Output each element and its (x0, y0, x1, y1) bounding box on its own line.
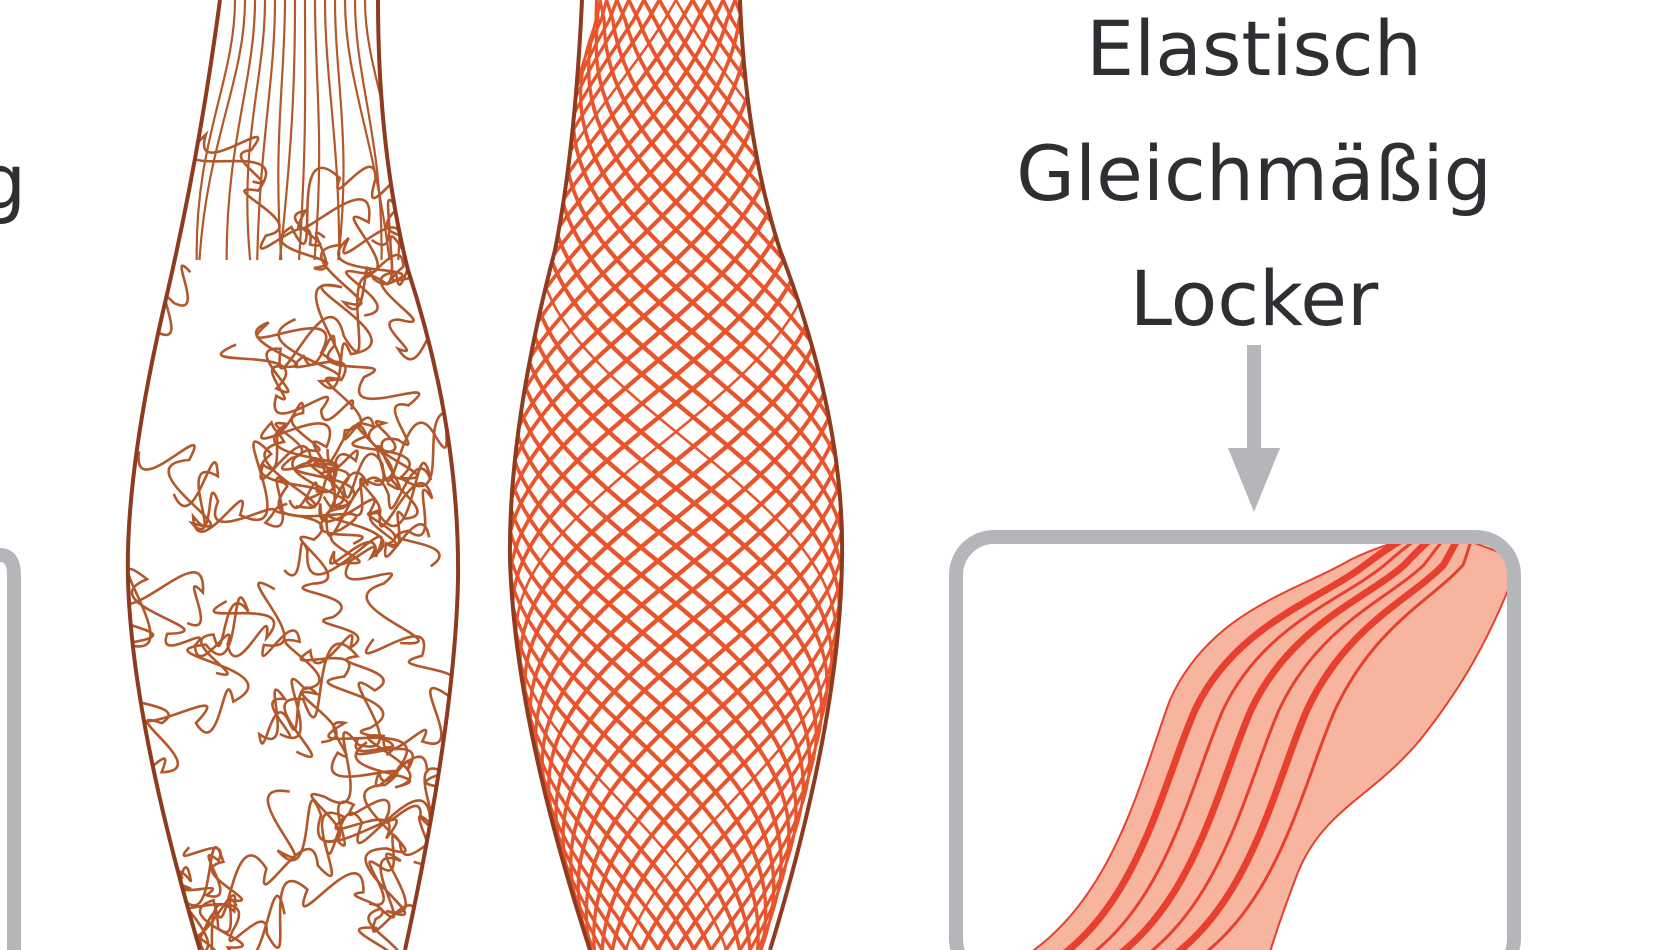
strand-line (1028, 537, 1422, 950)
strand-line (1113, 537, 1455, 950)
mesh-fiber-spindle (507, 0, 845, 950)
tangled-fiber (278, 0, 297, 261)
tangled-fiber (259, 433, 385, 577)
tangled-fiber (165, 845, 448, 950)
strand-line (1140, 537, 1468, 950)
mesh-fiber (569, 0, 843, 950)
spindle-outline-right (376, 0, 461, 950)
mesh-fiber (509, 0, 798, 950)
tangled-fiber (172, 421, 339, 533)
down-arrow-icon (1228, 345, 1280, 512)
label-locker: Locker (1130, 254, 1379, 343)
partial-left-label: g (0, 137, 26, 226)
mesh-fibers (509, 0, 843, 950)
tangled-fiber (277, 0, 287, 261)
mesh-fiber (512, 0, 812, 950)
tangled-fiber (127, 567, 276, 658)
label-gleichmaessig: Gleichmäßig (1016, 129, 1492, 218)
tangled-fiber (323, 0, 341, 261)
tangled-fiber (354, 635, 459, 789)
tangled-fiber (225, 0, 257, 261)
tangled-fiber-spindle (125, 0, 461, 950)
tangled-fiber (274, 502, 395, 757)
tangled-fiber (127, 825, 222, 926)
strand-line (1169, 537, 1478, 950)
tangled-fiber (195, 0, 237, 261)
tangled-fiber (246, 0, 267, 261)
tangled-fiber (260, 402, 359, 510)
strand-line (1084, 537, 1445, 950)
mesh-fiber (572, 0, 843, 950)
mesh-fiber (547, 0, 843, 950)
tangled-fiber (165, 882, 238, 950)
strand-band (999, 537, 1514, 950)
mesh-spindle-outline-right (738, 0, 845, 950)
tangled-fiber (293, 334, 421, 491)
mesh-fiber (569, 0, 843, 950)
tangled-fiber (364, 198, 459, 361)
mesh-fiber (571, 0, 843, 950)
tangled-fiber (219, 226, 404, 394)
mesh-fiber (530, 0, 834, 950)
wavy-fiber-strands (999, 537, 1514, 950)
frame-border (949, 530, 1521, 950)
tangled-fiber (189, 130, 379, 317)
tangled-fiber (327, 721, 411, 950)
tangled-fiber (319, 461, 441, 568)
spindle-outline-left (125, 0, 222, 950)
tangled-fiber (353, 0, 383, 261)
tangled-fiber (137, 444, 420, 645)
mesh-fiber (523, 0, 827, 950)
tangled-fiber (333, 0, 345, 261)
label-elastisch: Elastisch (1086, 4, 1422, 93)
mesh-fiber (534, 0, 836, 950)
tangled-fiber (198, 0, 247, 261)
mesh-spindle-outline-left (507, 0, 592, 950)
tangled-fiber (257, 581, 338, 745)
fiber-detail-frame (949, 530, 1521, 950)
tangled-fiber (127, 200, 192, 358)
tangled-fiber (256, 0, 277, 261)
strand-line (1057, 537, 1432, 950)
partial-left-frame (0, 548, 21, 950)
tangled-fiber (313, 0, 321, 261)
tangled-fiber (343, 0, 391, 261)
tangled-fiber (254, 283, 373, 422)
mesh-fiber (520, 0, 824, 950)
tangled-fiber (334, 767, 459, 907)
